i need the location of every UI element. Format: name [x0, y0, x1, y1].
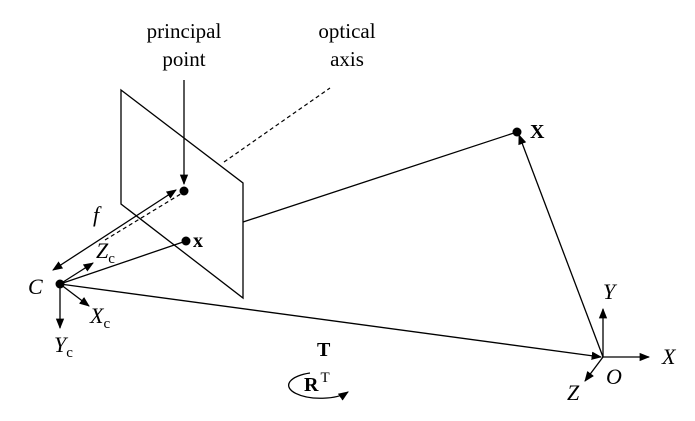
image-point-dot [181, 236, 191, 246]
rotation-sup: T [320, 370, 329, 386]
rotation-letter: R [304, 374, 319, 396]
rotation-arc [288, 372, 349, 401]
world-point-label: X [530, 121, 545, 143]
camera-z-letter: Z [96, 238, 109, 263]
image-point-label: x [193, 230, 203, 252]
camera-y-letter: Y [54, 332, 69, 357]
camera-z-axis [59, 262, 94, 285]
world-point-dot [512, 127, 522, 137]
world-z-label: Z [567, 380, 580, 405]
camera-center-dot [55, 279, 65, 289]
camera-x-label: Xc [89, 303, 110, 332]
ray-to-image-point [59, 240, 187, 285]
focal-length-label: f [93, 202, 102, 227]
optical-axis-line [223, 87, 331, 163]
focal-length-arrow [52, 189, 177, 271]
principal-point-label-line2: point [162, 47, 205, 71]
world-x-label: X [661, 344, 677, 369]
camera-z-label: Zc [96, 238, 115, 267]
optical-axis-line-behind [104, 191, 185, 241]
camera-x-sub: c [103, 316, 110, 332]
origin-to-world-point-arrow [518, 134, 604, 358]
camera-y-sub: c [66, 345, 73, 361]
camera-y-label: Yc [54, 332, 73, 361]
camera-center-label: C [28, 274, 43, 299]
camera-z-sub: c [108, 251, 115, 267]
camera-x-letter: X [89, 303, 105, 328]
optical-axis-label-line2: axis [330, 47, 364, 71]
principal-point-label-line1: principal [147, 19, 222, 43]
optical-axis-label-line1: optical [318, 19, 375, 43]
image-plane [120, 88, 244, 300]
principal-point-dot [179, 186, 189, 196]
ray-to-world-point [242, 131, 518, 223]
translation-label: T [317, 339, 331, 361]
world-y-label: Y [603, 279, 618, 304]
world-z-axis [584, 356, 604, 382]
world-origin-label: O [606, 364, 622, 389]
translation-line [59, 283, 603, 360]
camera-x-axis [59, 283, 90, 307]
